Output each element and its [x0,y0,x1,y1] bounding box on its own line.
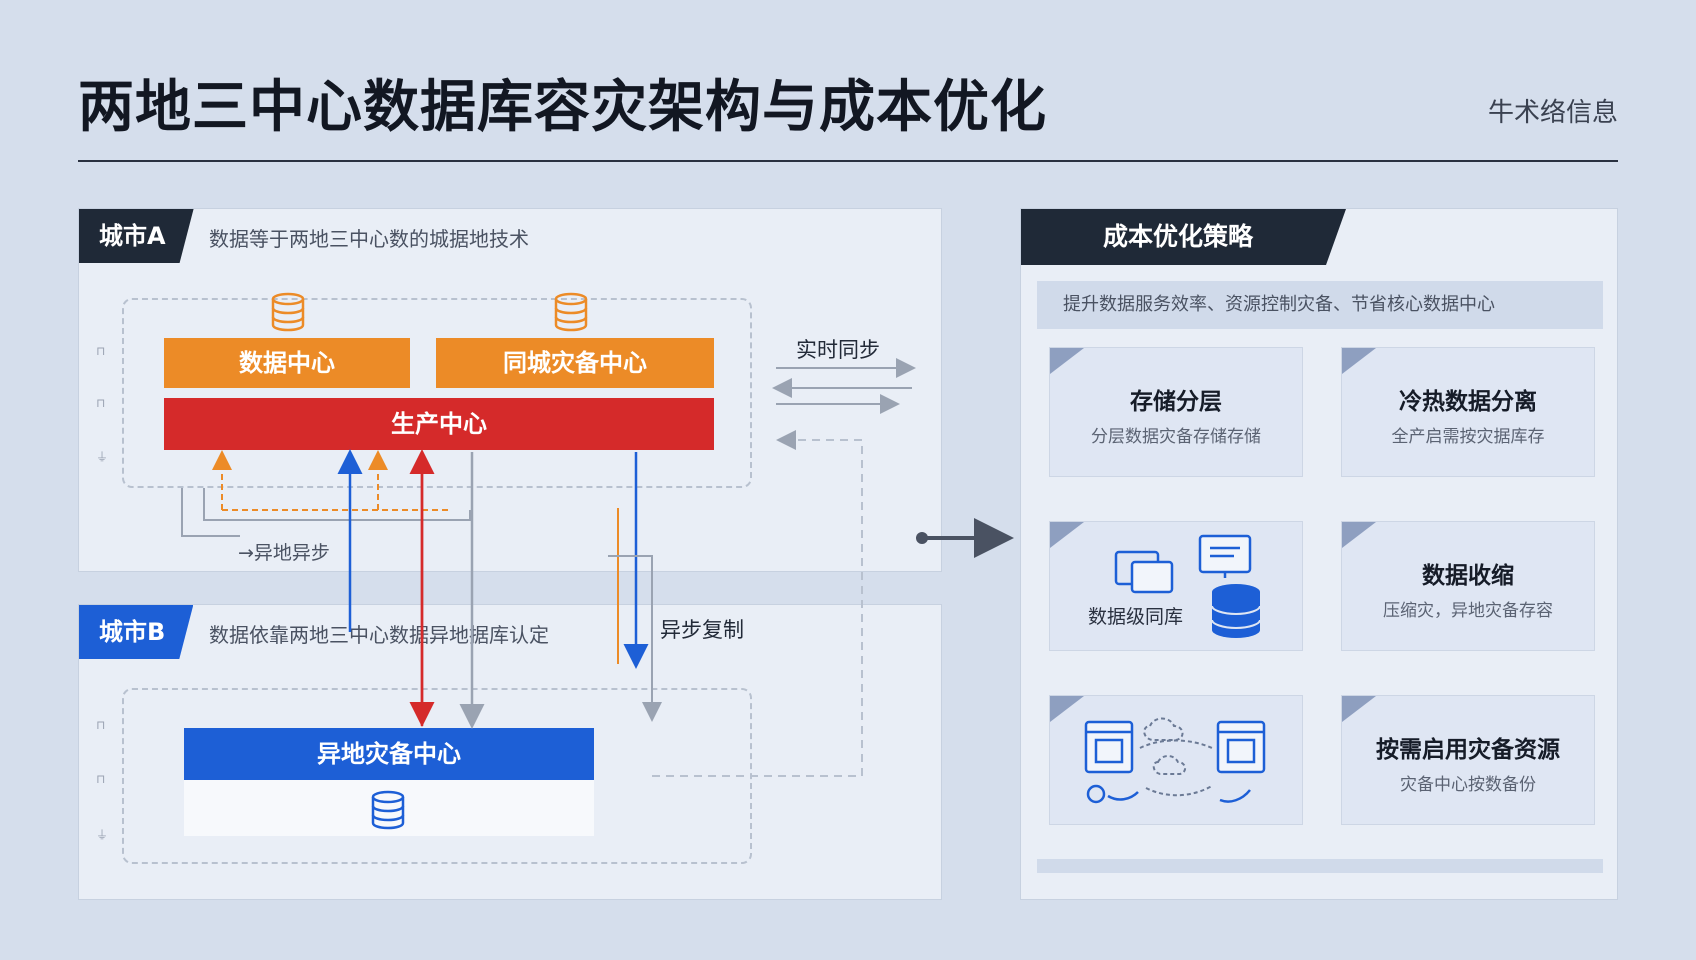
async-copy-label: 异步复制 [660,618,744,642]
city-a-tag: 城市A [79,209,194,263]
database-icon [371,790,405,830]
card-title: 数据收缩 [1422,563,1514,589]
card-title: 按需启用灾备资源 [1376,737,1560,763]
card-subtitle: 压缩灾，异地灾备存容 [1383,601,1553,621]
tick-mark: ⊓ [96,344,106,358]
city-b-tag: 城市B [79,605,193,659]
tick-mark: ⊓ [96,396,106,410]
card-subtitle: 全产启需按灾据库存 [1391,427,1545,447]
data-center-box[interactable]: 数据中心 [164,338,410,388]
card-title: 存储分层 [1130,389,1222,415]
card-title: 冷热数据分离 [1399,389,1537,415]
city-a-group-outline [122,298,752,488]
strategy-card-hot-cold-separation[interactable]: 冷热数据分离 全产启需按灾据库存 [1341,347,1595,477]
cost-strategy-header: 成本优化策略 [1021,209,1346,265]
strategy-card-db-sync[interactable]: 数据级同库 [1049,521,1303,651]
tick-mark: ⏚ [96,828,109,842]
card-subtitle: 分层数据灾备存储存储 [1091,427,1261,447]
production-center-box[interactable]: 生产中心 [164,398,714,450]
remote-dr-center-box[interactable]: 异地灾备中心 [184,728,594,780]
cloud-migration-icon [1084,717,1266,804]
remote-dr-center-base [184,780,594,836]
strategy-card-on-demand-dr[interactable]: 按需启用灾备资源 灾备中心按数备份 [1341,695,1595,825]
strategy-panel-base [1037,859,1603,873]
city-a-description: 数据等于两地三中心数的城据地技术 [209,227,529,251]
database-icon [271,292,305,332]
strategy-card-data-compression[interactable]: 数据收缩 压缩灾，异地灾备存容 [1341,521,1595,651]
brand-logo-text: 牛术络信息 [1487,98,1618,128]
database-server-icon [1114,534,1261,638]
strategy-banner: 提升数据服务效率、资源控制灾备、节省核心数据中心 [1037,281,1603,329]
city-a-panel: 城市A 数据等于两地三中心数的城据地技术 [78,208,942,572]
cost-strategy-panel: 成本优化策略 提升数据服务效率、资源控制灾备、节省核心数据中心 存储分层 分层数… [1020,208,1618,900]
title-divider [78,160,1618,162]
card-label: 数据级同库 [1088,606,1184,628]
same-city-dr-center-box[interactable]: 同城灾备中心 [436,338,714,388]
strategy-card-cloud-migration[interactable] [1049,695,1303,825]
tick-mark: ⊓ [96,772,106,786]
tick-mark: ⏚ [96,450,109,464]
database-icon [554,292,588,332]
async-sync-label: →异地异步 [238,542,330,564]
strategy-card-storage-tiering[interactable]: 存储分层 分层数据灾备存储存储 [1049,347,1303,477]
city-b-description: 数据依靠两地三中心数据异地据库认定 [209,623,549,647]
tick-mark: ⊓ [96,718,106,732]
page-title: 两地三中心数据库容灾架构与成本优化 [78,75,1047,140]
card-subtitle: 灾备中心按数备份 [1400,775,1536,795]
realtime-sync-label: 实时同步 [796,338,880,362]
